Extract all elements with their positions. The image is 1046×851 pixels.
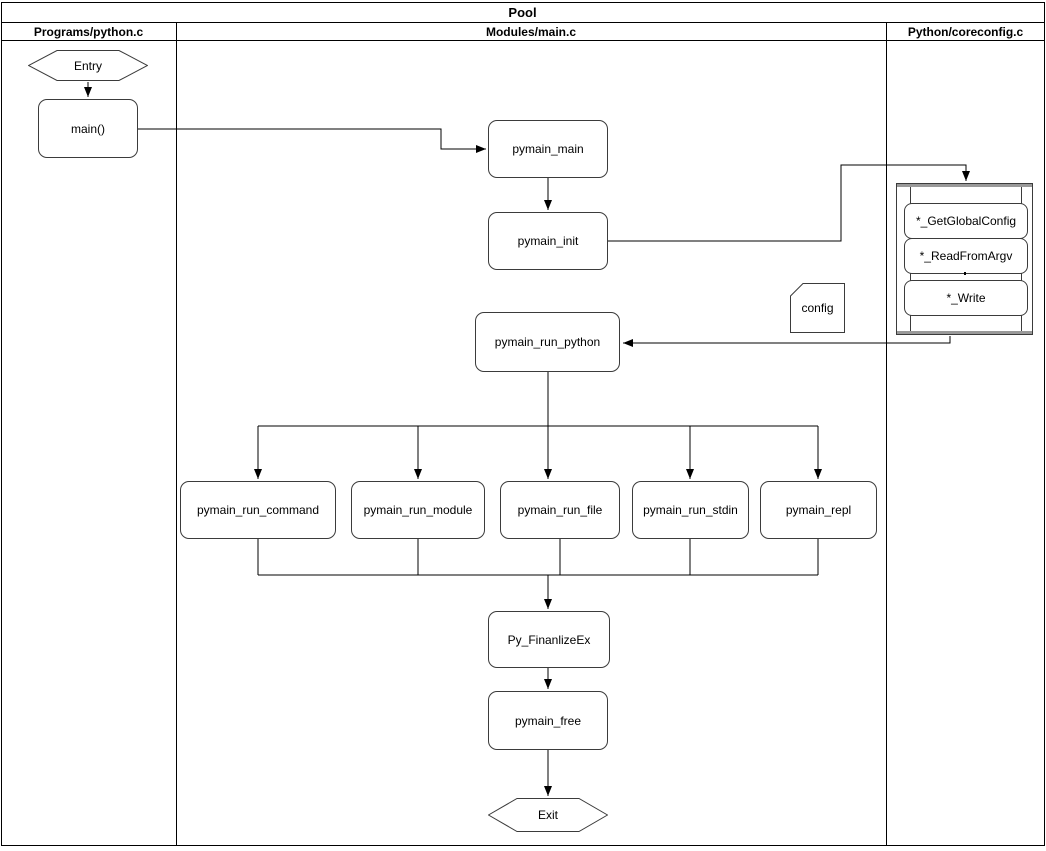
lane-title-programs-python-c: Programs/python.c bbox=[33, 24, 144, 39]
node-pymain-run-module: pymain_run_module bbox=[351, 481, 485, 539]
hexagon-shape bbox=[488, 798, 608, 832]
node-pymain-repl: pymain_repl bbox=[760, 481, 877, 539]
node-label: Entry bbox=[73, 58, 102, 73]
node-label: Py_FinanlizeEx bbox=[507, 632, 591, 647]
node-pymain-main: pymain_main bbox=[488, 120, 608, 178]
ellipsis-dot bbox=[964, 272, 966, 275]
node-exit: Exit bbox=[488, 798, 608, 832]
pool-title: Pool bbox=[508, 4, 537, 20]
node-label: main() bbox=[70, 121, 105, 136]
node-label: pymain_free bbox=[514, 713, 582, 728]
node-write: *_Write bbox=[904, 280, 1028, 316]
node-pymain-run-stdin: pymain_run_stdin bbox=[632, 481, 749, 539]
node-label: pymain_run_module bbox=[363, 503, 473, 517]
pool-title-divider bbox=[1, 22, 1044, 23]
node-label: pymain_run_file bbox=[517, 503, 603, 517]
lane-divider-1 bbox=[176, 22, 177, 845]
card-shape bbox=[790, 283, 845, 333]
lane-header-divider bbox=[1, 40, 1044, 41]
node-config: config bbox=[790, 283, 845, 333]
node-label: *_GetGlobalConfig bbox=[915, 214, 1017, 228]
container-bottom-bar bbox=[897, 331, 1032, 334]
node-entry: Entry bbox=[28, 50, 148, 81]
node-pymain-run-command: pymain_run_command bbox=[180, 481, 336, 539]
node-py-finanlize-ex: Py_FinanlizeEx bbox=[488, 611, 610, 668]
node-pymain-init: pymain_init bbox=[488, 212, 608, 270]
lane-title-python-coreconfig-c: Python/coreconfig.c bbox=[907, 24, 1024, 39]
node-label: pymain_main bbox=[512, 142, 584, 156]
node-main: main() bbox=[38, 99, 138, 158]
node-pymain-run-python: pymain_run_python bbox=[475, 312, 620, 372]
container-top-bar bbox=[897, 184, 1032, 187]
node-label: pymain_run_command bbox=[196, 503, 320, 517]
node-read-from-argv: *_ReadFromArgv bbox=[904, 238, 1028, 274]
node-label: config bbox=[801, 301, 834, 315]
node-label: pymain_run_stdin bbox=[643, 503, 738, 517]
lane-divider-2 bbox=[886, 22, 887, 845]
node-label: pymain_repl bbox=[785, 503, 852, 517]
node-label: pymain_run_python bbox=[494, 335, 601, 349]
node-label: *_Write bbox=[946, 291, 986, 305]
lane-title-modules-main-c: Modules/main.c bbox=[485, 24, 577, 39]
node-pymain-free: pymain_free bbox=[488, 691, 608, 750]
node-label: Exit bbox=[537, 808, 558, 822]
node-label: pymain_init bbox=[517, 234, 579, 248]
hexagon-shape bbox=[28, 50, 148, 81]
node-pymain-run-file: pymain_run_file bbox=[500, 481, 620, 539]
node-label: *_ReadFromArgv bbox=[919, 249, 1013, 263]
node-get-global-config: *_GetGlobalConfig bbox=[904, 203, 1028, 239]
